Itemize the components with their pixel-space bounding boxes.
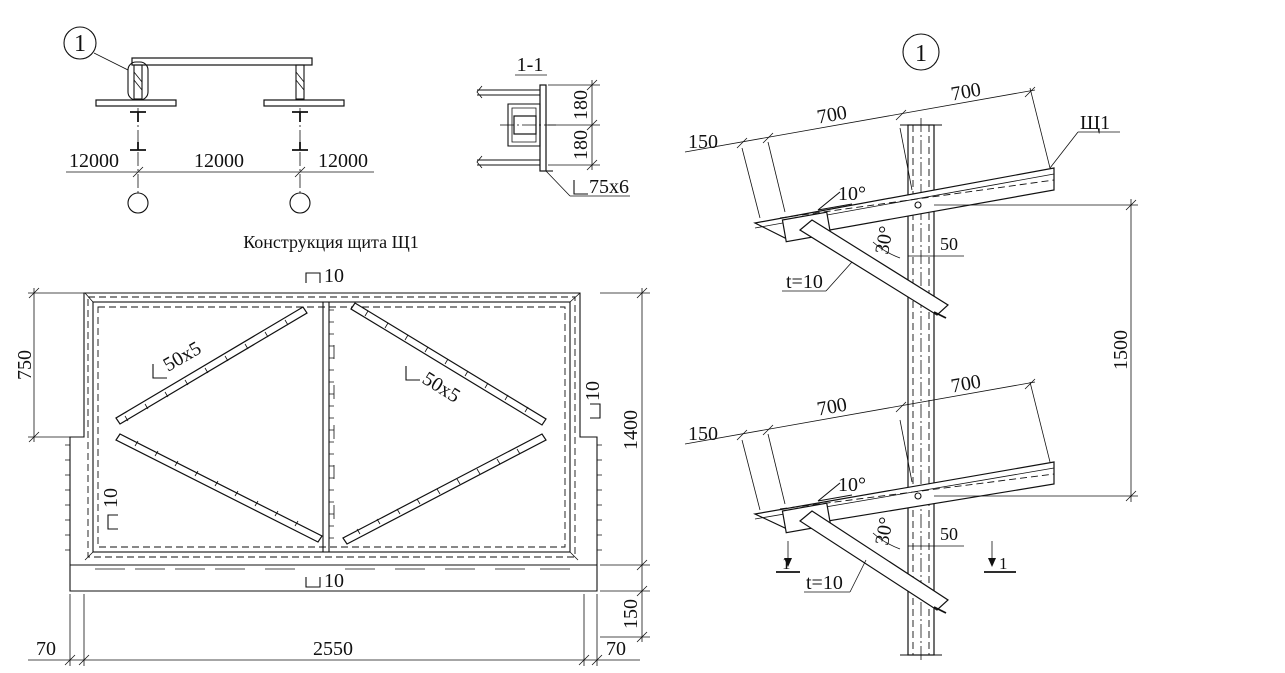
left-column-mark xyxy=(130,111,146,151)
right-platform xyxy=(263,99,345,107)
panel-title: Конструкция щита Щ1 xyxy=(243,232,419,252)
upper-panel-assembly: 150 700 700 10° 30° 50 t=10 xyxy=(684,79,1055,319)
angle-left-icon xyxy=(152,364,167,379)
lower-strut xyxy=(798,510,949,611)
upper-dim-50: 50 xyxy=(940,234,958,254)
node-callout-number: 1 xyxy=(915,41,927,67)
channel-bottom-label: 10 xyxy=(324,570,344,592)
angle-leader xyxy=(545,170,571,197)
plan-dim-mid: 12000 xyxy=(194,150,244,172)
lower-panel-beam xyxy=(753,461,1055,529)
center-post-ticks xyxy=(329,309,335,539)
right-column-mark xyxy=(292,111,308,151)
dim-750: 750 xyxy=(14,350,36,380)
callout-circle xyxy=(63,26,97,60)
brace-upper-right xyxy=(350,302,547,426)
upper-panel-beam xyxy=(753,167,1055,239)
mark-leader xyxy=(1049,131,1079,169)
lower-pin-icon xyxy=(914,492,922,500)
upper-dim-700a: 700 xyxy=(815,102,848,129)
section-title: 1-1 xyxy=(517,54,544,76)
section-angle-label: 75х6 xyxy=(589,176,629,198)
lower-dim-700a: 700 xyxy=(815,394,848,421)
lower-angle10: 10° xyxy=(838,474,866,496)
grid-axis-bubble-right xyxy=(289,192,311,214)
plan-dim-right: 12000 xyxy=(318,150,368,172)
detail-marker-oval xyxy=(127,61,149,101)
channel-profile xyxy=(507,103,541,147)
brace-upper-left xyxy=(115,306,308,425)
upper-strut xyxy=(798,219,949,316)
brace-lower-left xyxy=(115,433,323,543)
dim-1400: 1400 xyxy=(620,410,642,450)
section-1-1: 1-1 180 180 75х6 xyxy=(476,54,630,198)
upper-angle10: 10° xyxy=(838,183,866,205)
lower-dim-700b: 700 xyxy=(949,371,982,398)
channel-left-label: 10 xyxy=(100,488,122,508)
section-dim-bottom: 180 xyxy=(570,130,592,160)
section-marker-left: 1 xyxy=(776,541,800,573)
section-marker-right: 1 xyxy=(984,541,1016,573)
upper-dim-150: 150 xyxy=(688,131,718,153)
grid-axis-bubble-left xyxy=(127,192,149,214)
channel-top-label: 10 xyxy=(324,265,344,287)
angle-75x6 xyxy=(539,84,547,172)
lower-plate-label: t=10 xyxy=(806,572,843,594)
angle10-icon-lower xyxy=(817,482,853,502)
section-mark-right-label: 1 xyxy=(999,554,1008,573)
left-post xyxy=(133,64,143,100)
frame-channel-dashed xyxy=(87,296,576,558)
angle30-arc-lower xyxy=(872,532,901,550)
section-mark-left-label: 1 xyxy=(782,554,791,573)
lower-panel-assembly: 150 700 700 10° 30° 50 t=10 xyxy=(684,371,1055,614)
left-platform xyxy=(95,99,177,107)
section-dim-top: 180 xyxy=(570,90,592,120)
upper-plate-label: t=10 xyxy=(786,271,823,293)
panel-outline xyxy=(69,292,598,592)
dim-1500: 1500 xyxy=(1110,330,1132,370)
lower-angle30: 30° xyxy=(871,515,898,546)
channel-bottom-icon xyxy=(305,577,321,588)
panel-top-slab xyxy=(131,57,313,66)
edge-weld-ticks xyxy=(65,444,602,551)
panel-mark: Щ1 xyxy=(1080,112,1110,134)
angle30-arc-upper xyxy=(872,241,901,259)
dim-70-right: 70 xyxy=(606,638,626,660)
lower-dim-50: 50 xyxy=(940,524,958,544)
plan-callout-number: 1 xyxy=(74,31,86,57)
upper-pin-icon xyxy=(914,201,922,209)
plan-sketch: 1 12000 12000 12000 xyxy=(63,26,374,214)
break-lines xyxy=(476,85,483,169)
dim-2550: 2550 xyxy=(313,638,353,660)
channel-left-icon xyxy=(107,514,118,530)
dim-150: 150 xyxy=(620,599,642,629)
callout-leader xyxy=(93,52,129,71)
plan-dim-left: 12000 xyxy=(69,150,119,172)
lower-dim-line xyxy=(684,381,1036,445)
angle-symbol-icon xyxy=(573,180,588,195)
frame-channel-inner xyxy=(92,301,571,553)
angle10-icon-upper xyxy=(817,191,853,211)
upper-angle30: 30° xyxy=(871,224,898,255)
dim-70-left: 70 xyxy=(36,638,56,660)
upper-dim-line xyxy=(684,89,1036,153)
upper-dim-700b: 700 xyxy=(949,79,982,106)
node-1-detail: 1 150 700 700 xyxy=(684,33,1138,662)
channel-top-icon xyxy=(305,272,321,283)
lower-dim-150: 150 xyxy=(688,423,718,445)
channel-right-icon xyxy=(590,403,601,419)
panel-construction: Конструкция щита Щ1 xyxy=(14,232,650,666)
angle-right-icon xyxy=(405,366,420,381)
channel-right-label: 10 xyxy=(582,381,604,401)
node-callout-circle xyxy=(902,33,940,71)
brace-lower-right xyxy=(342,433,547,545)
